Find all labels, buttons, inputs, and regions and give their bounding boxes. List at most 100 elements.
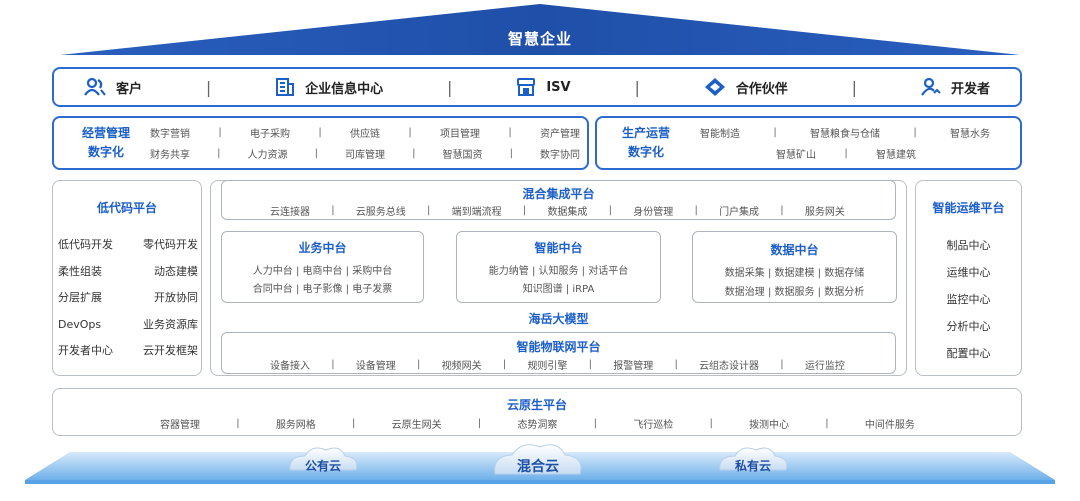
biz-item[interactable]: 供应链 [350, 129, 380, 140]
divider: | [447, 77, 453, 97]
public-cloud-label[interactable]: 公有云 [304, 459, 341, 473]
hybrid-cloud-label[interactable]: 混合云 [517, 459, 559, 475]
ai-center-title: 智能中台 [534, 241, 583, 255]
low-code-item[interactable]: 分层扩展 [58, 291, 102, 304]
biz-item[interactable]: 司库管理 [345, 150, 385, 161]
low-code-item[interactable]: 零代码开发 [143, 238, 198, 251]
ops-item[interactable]: 运维中心 [946, 266, 991, 279]
store-icon [517, 78, 536, 96]
cloud-native-item[interactable]: 容器管理 [160, 420, 200, 431]
production-ops-row1: 智能制造| 智慧粮食与仓储| 智慧水务 [700, 127, 990, 140]
audience-label: 客户 [115, 81, 142, 97]
ops-item[interactable]: 监控中心 [946, 293, 991, 306]
integration-item[interactable]: 云服务总线 [355, 207, 406, 218]
ai-center-line1: 能力纳管 | 认知服务 | 对话平台 [488, 266, 629, 277]
iot-items: 设备接入| 设备管理| 视频网关| 规则引擎| 报警管理| 云组态设计器| 运行… [270, 359, 845, 372]
ops-platform-title: 智能运维平台 [932, 201, 1005, 215]
biz-item[interactable]: 电子采购 [250, 129, 290, 140]
cloud-native-item[interactable]: 服务网格 [275, 420, 316, 431]
data-center-line2: 数据治理 | 数据服务 | 数据分析 [724, 287, 865, 298]
prod-item[interactable]: 智能制造 [700, 129, 740, 140]
prod-item[interactable]: 智慧建筑 [876, 150, 916, 161]
production-ops-title: 生产运营 数字化 [621, 126, 670, 159]
audience-label: 开发者 [950, 81, 990, 97]
prod-item[interactable]: 智慧矿山 [776, 150, 816, 161]
integration-item[interactable]: 服务网关 [804, 207, 845, 218]
iot-title: 智能物联网平台 [516, 340, 601, 354]
data-center-title: 数据中台 [770, 243, 819, 257]
divider: | [851, 77, 858, 97]
big-model-label[interactable]: 海岳大模型 [528, 312, 589, 326]
biz-item[interactable]: 项目管理 [440, 129, 480, 140]
biz-item[interactable]: 智慧国资 [442, 150, 483, 161]
iot-item[interactable]: 视频网关 [441, 361, 482, 372]
cloud-native-item[interactable]: 飞行巡检 [633, 420, 674, 431]
cloud-native-item[interactable]: 态势洞察 [517, 420, 558, 431]
iot-item[interactable]: 设备管理 [355, 361, 396, 372]
business-ops-row1: 数字营销| 电子采购| 供应链| 项目管理| 资产管理 [150, 127, 580, 140]
data-center-line1: 数据采集 | 数据建模 | 数据存储 [724, 268, 865, 279]
production-ops-row2: 智慧矿山| 智慧建筑 [776, 148, 916, 161]
audience-label: 合作伙伴 [735, 81, 788, 97]
base-platform [25, 444, 1055, 484]
iot-item[interactable]: 运行监控 [804, 361, 845, 372]
developer-icon [921, 77, 941, 96]
biz-item[interactable]: 财务共享 [150, 150, 190, 161]
low-code-item[interactable]: 业务资源库 [143, 317, 198, 331]
business-ops-panel [52, 116, 589, 170]
ops-item[interactable]: 配置中心 [946, 347, 991, 360]
audience-partner[interactable]: 合作伙伴 [704, 77, 788, 97]
iot-item[interactable]: 设备接入 [270, 361, 310, 372]
cloud-native-item[interactable]: 中间件服务 [864, 420, 915, 431]
integration-title: 混合集成平台 [522, 187, 595, 201]
private-cloud-label[interactable]: 私有云 [734, 459, 771, 473]
audience-isv[interactable]: ISV [516, 77, 571, 97]
low-code-panel [52, 180, 202, 376]
prod-item[interactable]: 智慧水务 [950, 129, 990, 140]
ops-item[interactable]: 制品中心 [946, 239, 991, 252]
iot-item[interactable]: 规则引擎 [527, 361, 568, 372]
integration-item[interactable]: 身份管理 [633, 207, 674, 218]
integration-item[interactable]: 云连接器 [270, 207, 310, 218]
ops-item[interactable]: 分析中心 [946, 320, 991, 333]
prod-item[interactable]: 智慧粮食与仓储 [810, 129, 880, 140]
cloud-native-item[interactable]: 云原生网关 [391, 420, 442, 431]
cloud-native-item[interactable]: 拨测中心 [749, 420, 790, 431]
audience-developer[interactable]: 开发者 [921, 77, 990, 97]
business-center-line1: 人力中台 | 电商中台 | 采购中台 [252, 266, 393, 277]
low-code-item[interactable]: 低代码开发 [58, 238, 113, 251]
iot-item[interactable]: 云组态设计器 [699, 361, 760, 372]
production-ops-panel [595, 116, 1022, 170]
iot-panel [221, 332, 896, 374]
audience-info-center[interactable]: 企业信息中心 [275, 77, 383, 97]
low-code-item[interactable]: 开发者中心 [58, 344, 113, 357]
biz-item[interactable]: 数字营销 [150, 129, 190, 140]
cloud-native-title: 云原生平台 [506, 398, 567, 412]
business-ops-row2: 财务共享| 人力资源| 司库管理| 智慧国资| 数字协同 [150, 148, 580, 161]
biz-item[interactable]: 资产管理 [540, 129, 580, 140]
low-code-item[interactable]: 云开发框架 [143, 344, 198, 357]
audience-bar [52, 67, 1022, 107]
integration-items: 云连接器| 云服务总线| 端到端流程| 数据集成| 身份管理| 门户集成| 服务… [270, 205, 845, 218]
low-code-item[interactable]: 开放协同 [154, 291, 198, 304]
low-code-item[interactable]: DevOps [58, 317, 102, 331]
ai-center-line2: 知识图谱 | iRPA [522, 284, 595, 295]
audience-customer[interactable]: 客户 [84, 77, 142, 97]
low-code-item[interactable]: 柔性组装 [58, 264, 102, 278]
iot-item[interactable]: 报警管理 [613, 361, 654, 372]
cloud-native-items: 容器管理| 服务网格| 云原生网关| 态势洞察| 飞行巡检| 拨测中心| 中间件… [160, 418, 915, 431]
cloud-icon [289, 447, 358, 471]
low-code-title: 低代码平台 [96, 201, 157, 215]
integration-item[interactable]: 门户集成 [719, 207, 760, 218]
cloud-icon [719, 447, 788, 471]
integration-item[interactable]: 端到端流程 [451, 207, 502, 218]
business-center-panel [221, 231, 424, 303]
biz-item[interactable]: 数字协同 [540, 150, 580, 161]
audience-label: ISV [546, 79, 571, 95]
handshake-icon [704, 78, 725, 96]
low-code-item[interactable]: 动态建模 [154, 264, 198, 278]
cloud-native-panel [52, 388, 1022, 436]
integration-item[interactable]: 数据集成 [547, 207, 588, 218]
integration-panel [221, 180, 896, 220]
biz-item[interactable]: 人力资源 [247, 150, 288, 161]
